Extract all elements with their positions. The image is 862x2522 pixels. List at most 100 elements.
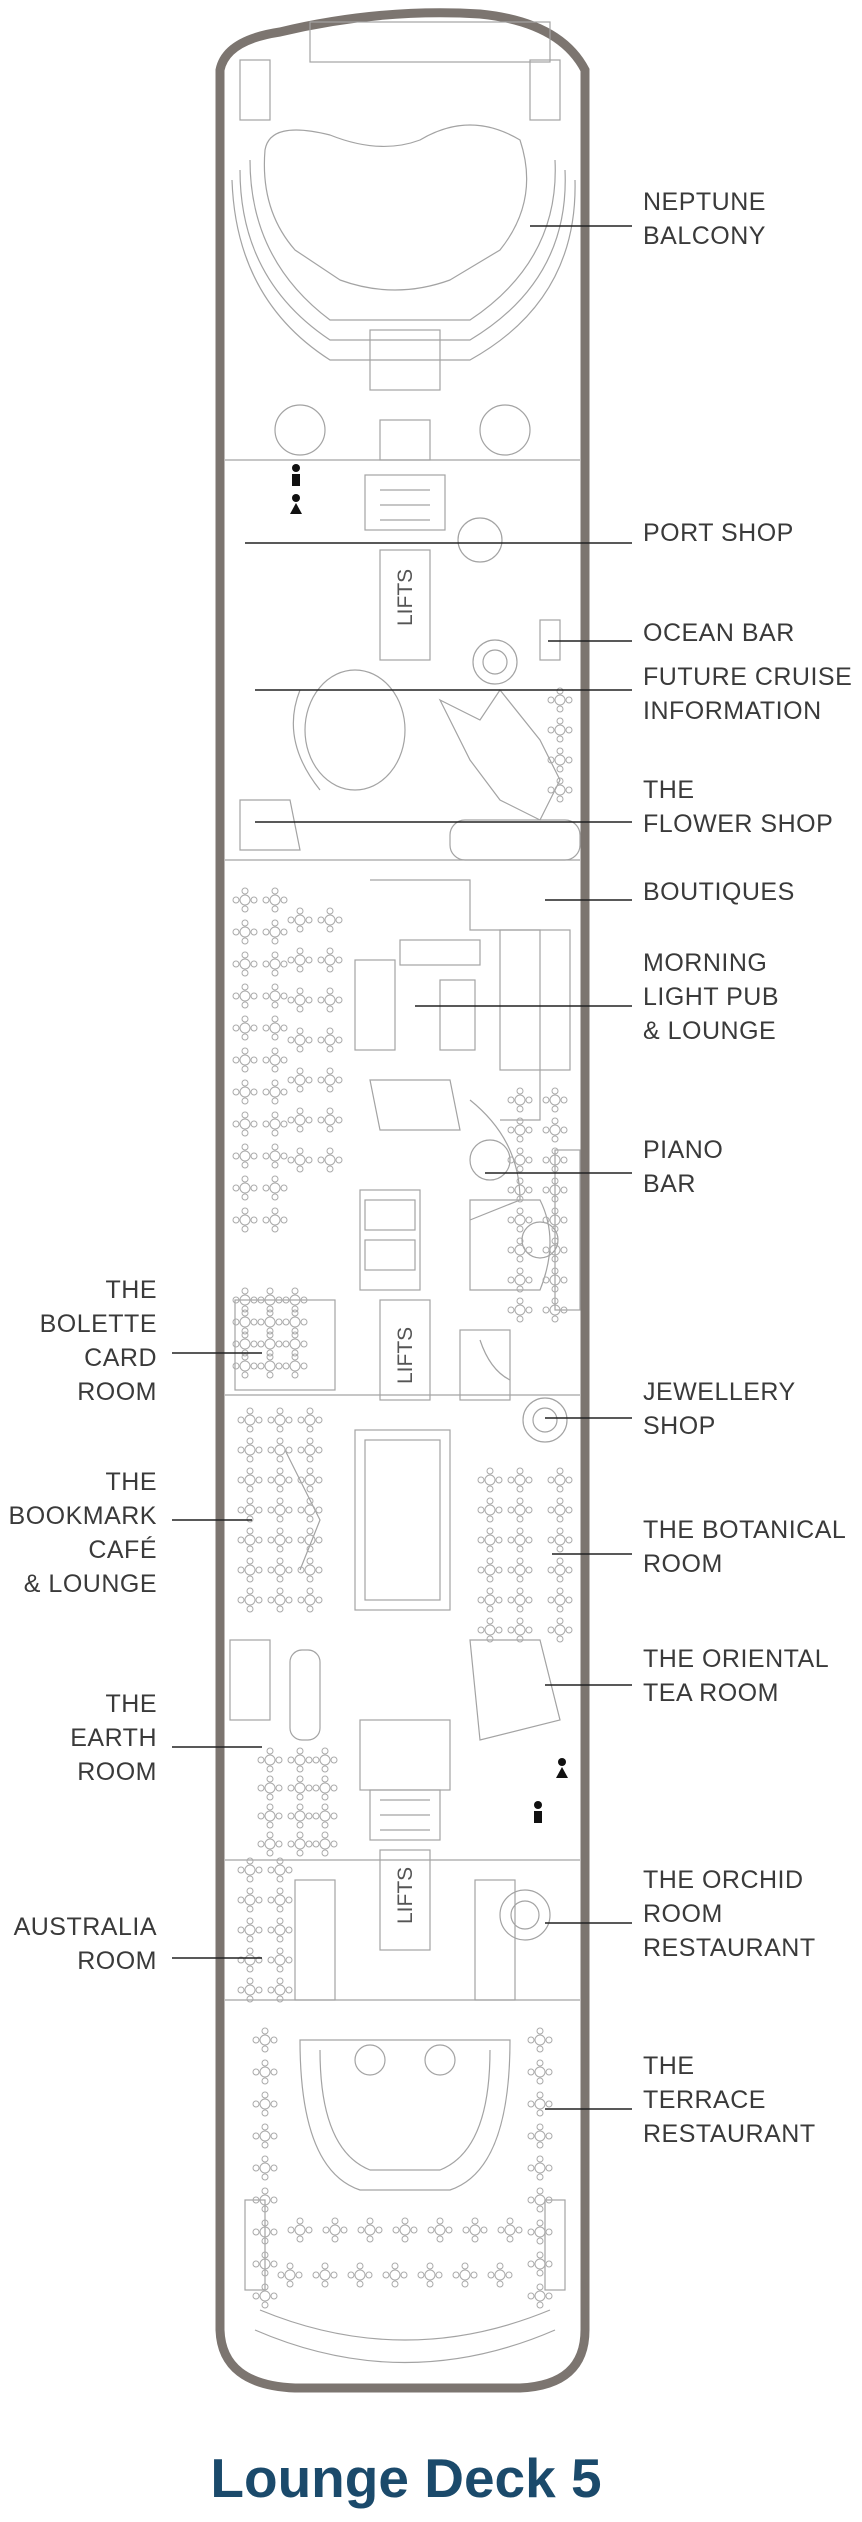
- table-cluster: [262, 919, 288, 945]
- table-cluster: [487, 2262, 513, 2288]
- the-oriental-tea-room-label-line: THE ORIENTAL: [643, 1645, 829, 1673]
- table-cluster: [547, 1617, 573, 1643]
- table-cluster: [547, 1467, 573, 1493]
- table-cluster: [237, 1587, 263, 1613]
- jewellery-shop-label-line: SHOP: [643, 1412, 716, 1440]
- table-cluster: [232, 1015, 258, 1041]
- port-shop-label-line: PORT SHOP: [643, 519, 794, 547]
- table-cluster: [262, 1111, 288, 1137]
- table-cluster: [252, 2283, 278, 2309]
- table-cluster: [287, 1027, 313, 1053]
- table-cluster: [297, 1557, 323, 1583]
- table-cluster: [507, 1237, 533, 1263]
- table-cluster: [252, 2123, 278, 2149]
- table-cluster: [317, 947, 343, 973]
- lifts-label-1: LIFTS: [394, 569, 417, 626]
- the-flower-shop-label-line: FLOWER SHOP: [643, 810, 833, 838]
- table-cluster: [547, 687, 573, 713]
- table-cluster: [257, 1287, 283, 1313]
- table-cluster: [507, 1117, 533, 1143]
- table-cluster: [297, 1527, 323, 1553]
- table-cluster: [237, 1917, 263, 1943]
- table-cluster: [542, 1087, 568, 1113]
- table-cluster: [542, 1177, 568, 1203]
- boutiques-label-line: BOUTIQUES: [643, 878, 795, 906]
- table-cluster: [477, 1617, 503, 1643]
- table-cluster: [257, 1331, 283, 1357]
- table-cluster: [507, 1267, 533, 1293]
- table-cluster: [232, 1079, 258, 1105]
- table-cluster: [252, 2059, 278, 2085]
- table-cluster: [267, 1467, 293, 1493]
- table-cluster: [232, 1309, 258, 1335]
- table-cluster: [297, 1407, 323, 1433]
- port-shop-label: PORT SHOP: [643, 519, 794, 547]
- table-cluster: [277, 2262, 303, 2288]
- neptune-balcony-label-line: BALCONY: [643, 222, 766, 250]
- table-cluster: [287, 1775, 313, 1801]
- table-cluster: [237, 1977, 263, 2003]
- table-cluster: [237, 1437, 263, 1463]
- table-cluster: [287, 1803, 313, 1829]
- table-cluster: [527, 2091, 553, 2117]
- table-cluster: [312, 1775, 338, 1801]
- lifts-label-3: LIFTS: [394, 1867, 417, 1924]
- table-cluster: [547, 1527, 573, 1553]
- table-cluster: [312, 1747, 338, 1773]
- restroom-icon: [290, 464, 568, 1823]
- table-cluster: [507, 1087, 533, 1113]
- table-cluster: [477, 1497, 503, 1523]
- the-bookmark-cafe-label-line: CAFÉ: [88, 1535, 157, 1564]
- table-cluster: [417, 2262, 443, 2288]
- table-cluster: [232, 1287, 258, 1313]
- table-cluster: [267, 1917, 293, 1943]
- table-cluster: [252, 2219, 278, 2245]
- table-cluster: [282, 1287, 308, 1313]
- table-cluster: [317, 1107, 343, 1133]
- the-bookmark-cafe-label-line: & LOUNGE: [24, 1570, 157, 1598]
- table-cluster: [232, 1143, 258, 1169]
- table-cluster: [262, 887, 288, 913]
- table-cluster: [312, 1831, 338, 1857]
- table-cluster: [282, 1331, 308, 1357]
- table-cluster: [252, 2155, 278, 2181]
- table-cluster: [547, 777, 573, 803]
- table-cluster: [252, 2251, 278, 2277]
- table-cluster: [237, 1467, 263, 1493]
- ocean-bar-label-line: OCEAN BAR: [643, 619, 795, 647]
- table-cluster: [262, 1079, 288, 1105]
- the-orchid-room-label-line: RESTAURANT: [643, 1934, 816, 1962]
- table-cluster: [392, 2217, 418, 2243]
- table-cluster: [382, 2262, 408, 2288]
- table-cluster: [252, 2027, 278, 2053]
- table-cluster: [267, 1497, 293, 1523]
- seating: [232, 687, 573, 2309]
- table-cluster: [262, 951, 288, 977]
- table-cluster: [322, 2217, 348, 2243]
- table-cluster: [232, 1047, 258, 1073]
- table-cluster: [232, 1207, 258, 1233]
- lifts-label-2: LIFTS: [394, 1327, 417, 1384]
- leader-lines: [172, 225, 632, 2110]
- table-cluster: [267, 1527, 293, 1553]
- table-cluster: [477, 1467, 503, 1493]
- future-cruise-information-label-line: INFORMATION: [643, 697, 822, 725]
- table-cluster: [497, 2217, 523, 2243]
- table-cluster: [452, 2262, 478, 2288]
- table-cluster: [317, 907, 343, 933]
- deck-detail: [225, 21, 581, 2364]
- australia-room-label-line: ROOM: [77, 1947, 157, 1975]
- table-cluster: [507, 1147, 533, 1173]
- table-cluster: [237, 1497, 263, 1523]
- the-bolette-card-room-label-line: ROOM: [77, 1378, 157, 1406]
- table-cluster: [547, 717, 573, 743]
- table-cluster: [297, 1467, 323, 1493]
- table-cluster: [252, 2187, 278, 2213]
- table-cluster: [312, 1803, 338, 1829]
- table-cluster: [232, 951, 258, 977]
